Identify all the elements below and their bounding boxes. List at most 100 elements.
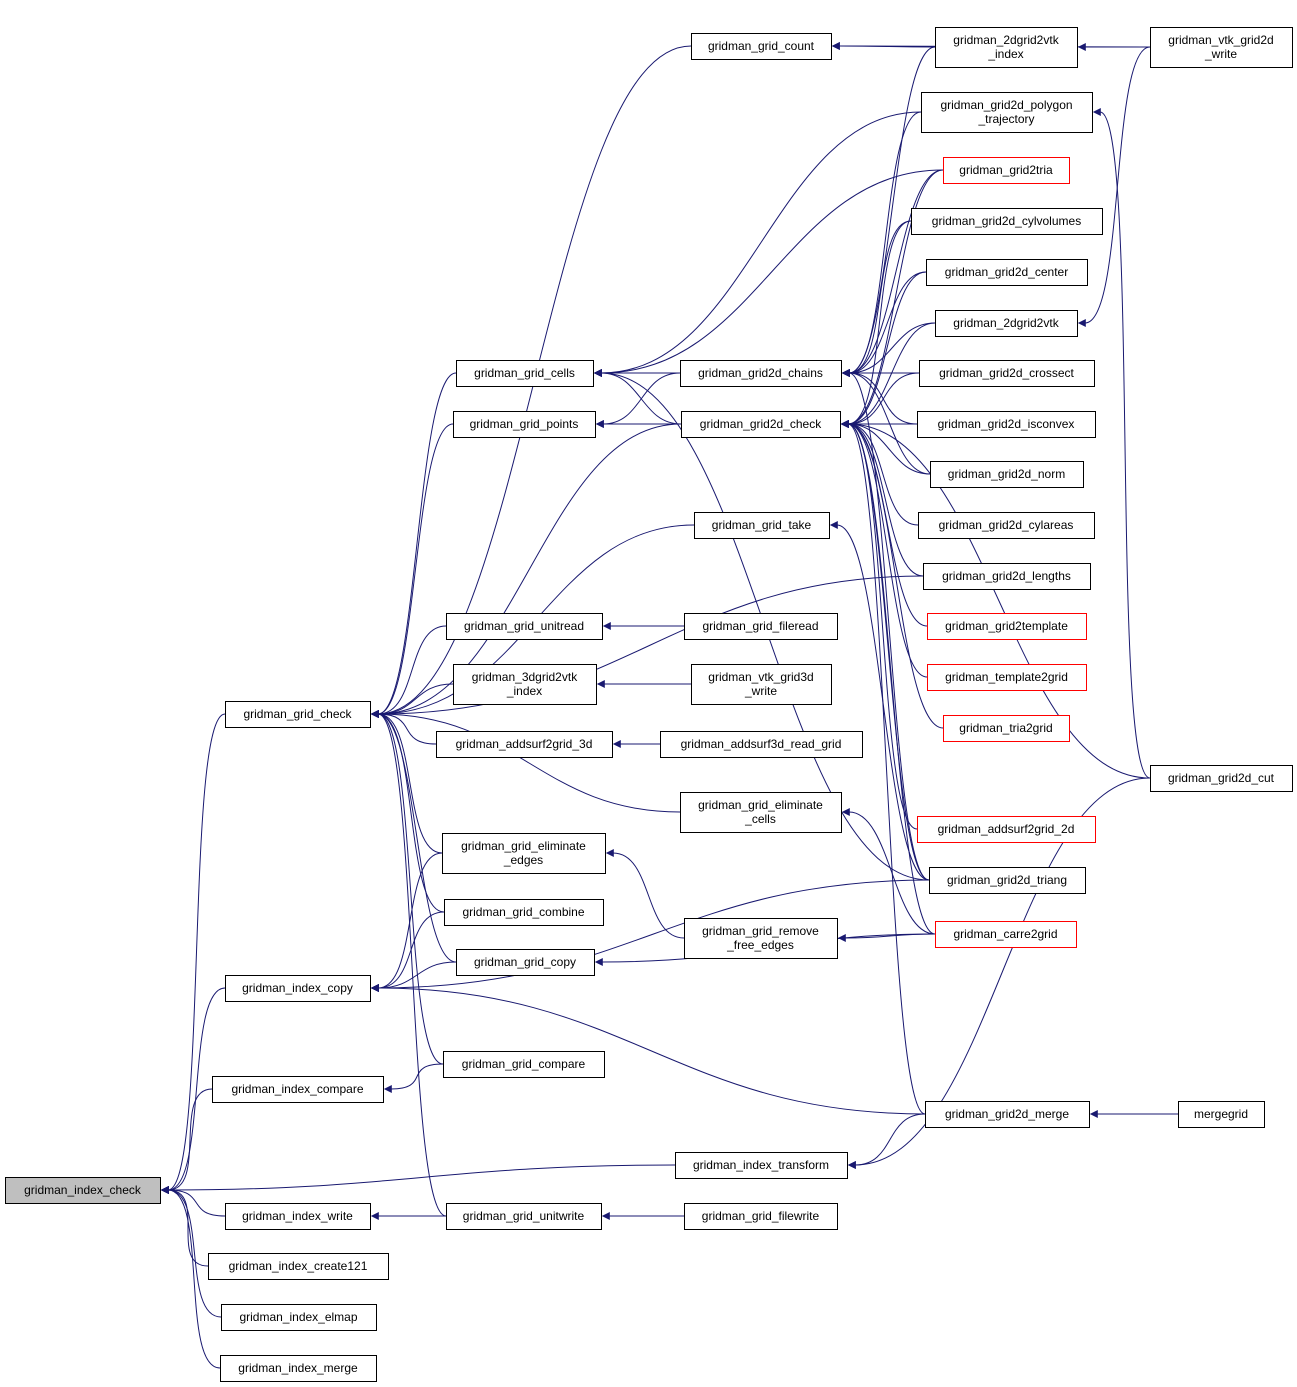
node-grid-eliminate-edges[interactable]: gridman_grid_eliminate_edges bbox=[442, 833, 606, 874]
node-grid-count[interactable]: gridman_grid_count bbox=[691, 33, 832, 60]
node-grid2tria[interactable]: gridman_grid2tria bbox=[943, 157, 1070, 184]
node-grid2d-check[interactable]: gridman_grid2d_check bbox=[681, 411, 841, 438]
node-addsurf2grid-2d[interactable]: gridman_addsurf2grid_2d bbox=[917, 816, 1096, 843]
node-index-write[interactable]: gridman_index_write bbox=[225, 1203, 371, 1230]
node-label: gridman_grid_points bbox=[470, 417, 579, 431]
node-index-transform[interactable]: gridman_index_transform bbox=[675, 1152, 848, 1179]
edge-index_check-grid_check bbox=[160, 713, 226, 1194]
node-label: gridman_grid2d_polygon bbox=[940, 98, 1072, 112]
node-grid-points[interactable]: gridman_grid_points bbox=[453, 411, 596, 438]
node-addsurf3d-read-grid[interactable]: gridman_addsurf3d_read_grid bbox=[660, 731, 863, 758]
node-grid-take[interactable]: gridman_grid_take bbox=[694, 512, 830, 539]
node-grid-remove-free-edges[interactable]: gridman_grid_remove_free_edges bbox=[684, 918, 838, 959]
node-index-check[interactable]: gridman_index_check bbox=[5, 1177, 161, 1204]
node-box bbox=[921, 92, 1093, 133]
node-mergegrid[interactable]: mergegrid bbox=[1178, 1101, 1265, 1128]
node-box bbox=[927, 613, 1087, 640]
node-label: _write bbox=[1204, 47, 1237, 61]
node-label: gridman_addsurf3d_read_grid bbox=[681, 737, 842, 751]
node-label: _cells bbox=[744, 812, 776, 826]
node-grid-unitread[interactable]: gridman_grid_unitread bbox=[446, 613, 603, 640]
node-grid-eliminate-cells[interactable]: gridman_grid_eliminate_cells bbox=[680, 792, 842, 833]
edge-grid2d_check-grid2tria bbox=[840, 169, 944, 428]
node-grid2d-chains[interactable]: gridman_grid2d_chains bbox=[680, 360, 842, 387]
node-label: gridman_grid_count bbox=[708, 39, 815, 53]
node-label: gridman_grid_unitread bbox=[464, 619, 584, 633]
node-index-elmap[interactable]: gridman_index_elmap bbox=[221, 1304, 377, 1331]
node-box bbox=[443, 1051, 605, 1078]
node-label: gridman_grid_cells bbox=[474, 366, 575, 380]
node-grid2d-triang[interactable]: gridman_grid2d_triang bbox=[929, 867, 1086, 894]
node-box bbox=[681, 411, 841, 438]
node-label: gridman_index_copy bbox=[242, 981, 353, 995]
node-box bbox=[927, 664, 1087, 691]
node-label: gridman_2dgrid2vtk bbox=[953, 316, 1059, 330]
node-tria2grid[interactable]: gridman_tria2grid bbox=[943, 715, 1070, 742]
node-grid-unitwrite[interactable]: gridman_grid_unitwrite bbox=[446, 1203, 602, 1230]
node-g2dgrid2vtk-index[interactable]: gridman_2dgrid2vtk_index bbox=[935, 27, 1078, 68]
node-grid2d-cut[interactable]: gridman_grid2d_cut bbox=[1150, 765, 1293, 792]
node-vtk-grid3d-write[interactable]: gridman_vtk_grid3d_write bbox=[691, 664, 832, 705]
node-label: gridman_grid2template bbox=[945, 619, 1068, 633]
node-grid2d-cylareas[interactable]: gridman_grid2d_cylareas bbox=[918, 512, 1095, 539]
node-carre2grid[interactable]: gridman_carre2grid bbox=[935, 921, 1077, 948]
edge-grid_check-grid_compare bbox=[370, 710, 444, 1065]
node-template2grid[interactable]: gridman_template2grid bbox=[927, 664, 1087, 691]
edge-grid_cells-grid2d_polygon_trajectory bbox=[593, 111, 922, 377]
node-label: gridman_grid2d_crossect bbox=[939, 366, 1074, 380]
edge-index_check-index_compare bbox=[160, 1088, 213, 1194]
node-vtk-grid2d-write[interactable]: gridman_vtk_grid2d_write bbox=[1150, 27, 1293, 68]
node-box bbox=[453, 664, 597, 705]
node-label: gridman_index_write bbox=[242, 1209, 353, 1223]
node-label: gridman_index_create121 bbox=[229, 1259, 368, 1273]
node-grid2d-cylvolumes[interactable]: gridman_grid2d_cylvolumes bbox=[911, 208, 1103, 235]
node-grid-cells[interactable]: gridman_grid_cells bbox=[456, 360, 594, 387]
node-index-merge[interactable]: gridman_index_merge bbox=[220, 1355, 377, 1382]
node-grid2d-polygon-trajectory[interactable]: gridman_grid2d_polygon_trajectory bbox=[921, 92, 1093, 133]
node-grid-compare[interactable]: gridman_grid_compare bbox=[443, 1051, 605, 1078]
node-grid2template[interactable]: gridman_grid2template bbox=[927, 613, 1087, 640]
edge-grid_take-grid2d_triang bbox=[829, 521, 930, 881]
node-g2dgrid2vtk[interactable]: gridman_2dgrid2vtk bbox=[935, 310, 1078, 337]
edge-grid2d_chains-g2dgrid2vtk bbox=[841, 322, 936, 377]
node-grid2d-norm[interactable]: gridman_grid2d_norm bbox=[930, 461, 1084, 488]
node-index-copy[interactable]: gridman_index_copy bbox=[225, 975, 371, 1002]
node-grid2d-merge[interactable]: gridman_grid2d_merge bbox=[925, 1101, 1090, 1128]
node-grid2d-crossect[interactable]: gridman_grid2d_crossect bbox=[919, 360, 1095, 387]
node-grid2d-lengths[interactable]: gridman_grid2d_lengths bbox=[923, 563, 1091, 590]
node-label: gridman_grid2d_norm bbox=[948, 467, 1065, 481]
node-box bbox=[208, 1253, 389, 1280]
node-label: gridman_grid_remove bbox=[702, 924, 819, 938]
node-box bbox=[442, 833, 606, 874]
node-label: gridman_grid_eliminate bbox=[698, 798, 823, 812]
edge-grid2d_check-grid2d_center bbox=[840, 271, 927, 428]
edge-index_copy-grid2d_merge bbox=[370, 984, 926, 1115]
node-grid-copy[interactable]: gridman_grid_copy bbox=[456, 949, 595, 976]
edge-grid2d_check-grid2d_lengths bbox=[840, 420, 924, 577]
node-g3dgrid2vtk-index[interactable]: gridman_3dgrid2vtk_index bbox=[453, 664, 597, 705]
node-box bbox=[453, 411, 596, 438]
node-label: mergegrid bbox=[1194, 1107, 1248, 1121]
edge-index_check-index_copy bbox=[160, 987, 226, 1194]
node-grid-fileread[interactable]: gridman_grid_fileread bbox=[684, 613, 838, 640]
node-box bbox=[691, 33, 832, 60]
node-label: _index bbox=[987, 47, 1023, 61]
node-label: gridman_index_elmap bbox=[239, 1310, 357, 1324]
node-label: gridman_grid_fileread bbox=[702, 619, 818, 633]
node-grid2d-center[interactable]: gridman_grid2d_center bbox=[926, 259, 1088, 286]
node-addsurf2grid-3d[interactable]: gridman_addsurf2grid_3d bbox=[436, 731, 613, 758]
node-label: gridman_grid_copy bbox=[474, 955, 576, 969]
node-grid-check[interactable]: gridman_grid_check bbox=[225, 701, 371, 728]
node-grid-combine[interactable]: gridman_grid_combine bbox=[444, 899, 604, 926]
node-grid2d-isconvex[interactable]: gridman_grid2d_isconvex bbox=[917, 411, 1096, 438]
edge-grid2d_chains-grid2d_polygon_trajectory bbox=[841, 111, 922, 377]
node-label: gridman_grid2d_center bbox=[945, 265, 1068, 279]
node-index-compare[interactable]: gridman_index_compare bbox=[212, 1076, 384, 1103]
node-grid-filewrite[interactable]: gridman_grid_filewrite bbox=[684, 1203, 838, 1230]
edge-grid2d_check-addsurf2grid_2d bbox=[840, 420, 918, 830]
node-index-create121[interactable]: gridman_index_create121 bbox=[208, 1253, 389, 1280]
edge-grid_check-grid_points bbox=[370, 423, 454, 718]
node-label: gridman_grid2d_cut bbox=[1168, 771, 1275, 785]
edge-index_transform-grid2d_merge bbox=[847, 1113, 926, 1169]
